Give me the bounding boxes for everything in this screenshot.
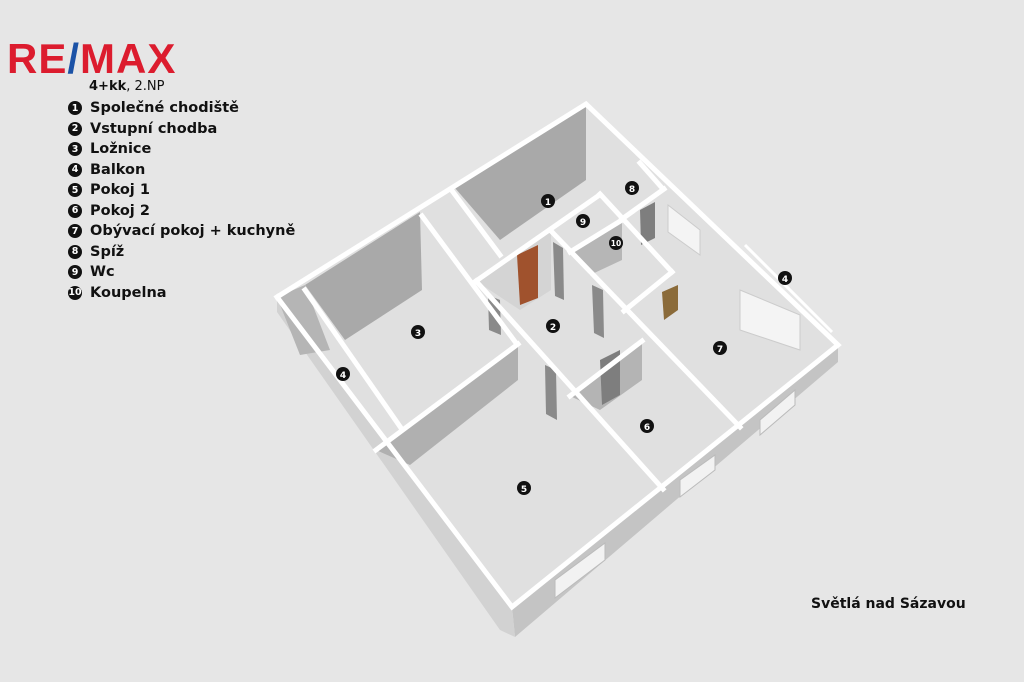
- legend-label: Obývací pokoj + kuchyně: [90, 223, 296, 240]
- wall: [547, 227, 744, 431]
- room-legend: 1 Společné chodiště 2 Vstupní chodba 3 Ložn…: [68, 98, 295, 303]
- wall-face-room1: [376, 344, 518, 465]
- window: [554, 542, 606, 600]
- balcony-railing: [743, 243, 834, 334]
- wall: [566, 216, 626, 256]
- window: [739, 289, 801, 351]
- wall: [620, 268, 676, 315]
- svg-text:1: 1: [545, 198, 551, 208]
- door: [553, 242, 564, 300]
- wall: [636, 159, 667, 193]
- layout-label: 4+kk: [89, 79, 127, 94]
- legend-item: 1 Společné chodiště: [68, 98, 295, 119]
- wall: [596, 190, 676, 276]
- number-badge: 4: [68, 162, 82, 177]
- legend-label: Vstupní chodba: [90, 120, 218, 137]
- exterior-wall-left: [277, 297, 515, 637]
- wall-face-balcony: [277, 285, 330, 355]
- number-badge: 1: [68, 101, 82, 116]
- svg-text:8: 8: [629, 185, 635, 195]
- svg-text:10: 10: [611, 239, 621, 248]
- marker: 7: [713, 341, 727, 355]
- legend-item: 10 Koupelna: [68, 283, 295, 304]
- logo-slash: /: [67, 35, 81, 82]
- legend-label: Wc: [90, 264, 115, 281]
- wall: [618, 185, 668, 223]
- logo-text-re: RE: [7, 35, 68, 82]
- number-badge: 2: [68, 121, 82, 136]
- legend-label: Ložnice: [90, 141, 152, 158]
- marker: 4: [778, 271, 792, 285]
- number-badge: 9: [68, 265, 82, 280]
- marker: 3: [411, 325, 425, 339]
- marker: 1: [541, 194, 555, 208]
- wall: [418, 212, 520, 347]
- legend-item: 8 Spíž: [68, 242, 295, 263]
- svg-text:9: 9: [580, 218, 586, 228]
- window: [667, 203, 701, 256]
- legend-label: Pokoj 1: [90, 182, 150, 199]
- walls: [273, 100, 842, 611]
- marker: 2: [546, 319, 560, 333]
- legend-label: Balkon: [90, 161, 146, 178]
- marker: 8: [625, 181, 639, 195]
- door: [545, 365, 557, 420]
- floor-label: , 2.NP: [126, 79, 165, 94]
- svg-text:7: 7: [717, 345, 723, 355]
- kitchen-cabinet: [662, 285, 678, 320]
- svg-text:4: 4: [340, 371, 346, 381]
- location-label: Světlá nad Sázavou: [811, 596, 966, 612]
- legend-item: 9 Wc: [68, 262, 295, 283]
- svg-text:2: 2: [550, 323, 556, 333]
- wall: [372, 340, 522, 454]
- number-badge: 10: [68, 285, 82, 300]
- logo-text-max: MAX: [80, 35, 177, 82]
- legend-item: 6 Pokoj 2: [68, 201, 295, 222]
- legend-item: 5 Pokoj 1: [68, 180, 295, 201]
- legend-label: Koupelna: [90, 284, 167, 301]
- legend-label: Společné chodiště: [90, 100, 240, 117]
- door: [592, 285, 604, 338]
- number-badge: 5: [68, 183, 82, 198]
- wall-face-bedroom: [305, 212, 422, 340]
- legend-item: 2 Vstupní chodba: [68, 119, 295, 140]
- wall: [301, 286, 405, 432]
- wall: [472, 192, 602, 285]
- window: [679, 454, 716, 499]
- svg-text:4: 4: [782, 275, 788, 285]
- apartment-type: 4+kk, 2.NP: [89, 79, 164, 94]
- legend-label: Spíž: [90, 243, 125, 260]
- wall: [472, 277, 667, 493]
- legend-item: 3 Ložnice: [68, 139, 295, 160]
- legend-label: Pokoj 2: [90, 202, 150, 219]
- number-badge: 6: [68, 203, 82, 218]
- outer-wall: [273, 100, 842, 611]
- number-badge: 7: [68, 224, 82, 239]
- window: [759, 388, 796, 437]
- svg-text:6: 6: [644, 423, 650, 433]
- number-badge: 3: [68, 142, 82, 157]
- number-badge: 8: [68, 244, 82, 259]
- entrance-door: [517, 245, 538, 305]
- wall: [566, 337, 646, 400]
- legend-item: 4 Balkon: [68, 160, 295, 181]
- remax-logo: RE/MAX: [7, 35, 177, 82]
- door: [640, 202, 655, 245]
- marker: 5: [517, 481, 531, 495]
- wall: [449, 188, 504, 259]
- marker: 6: [640, 419, 654, 433]
- wall-face-stairwell: [455, 104, 586, 240]
- legend-item: 7 Obývací pokoj + kuchyně: [68, 221, 295, 242]
- marker: 9: [576, 214, 590, 228]
- marker: 10: [609, 236, 623, 250]
- svg-text:5: 5: [521, 485, 527, 495]
- marker: 4: [336, 367, 350, 381]
- svg-text:3: 3: [415, 329, 421, 339]
